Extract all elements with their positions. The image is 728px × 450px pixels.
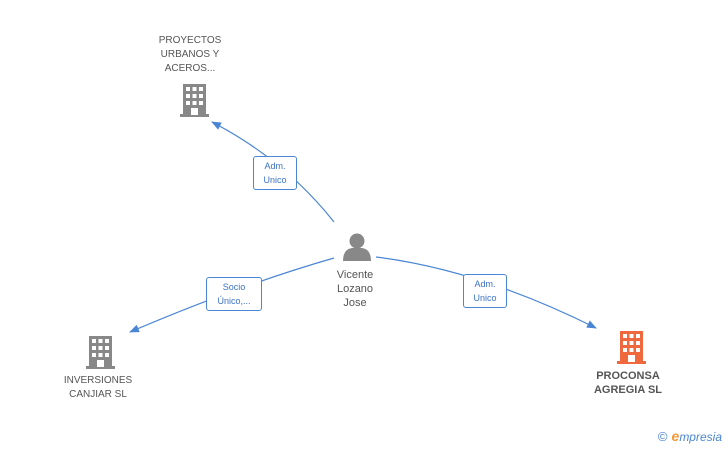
copyright-icon: © [657,429,668,444]
node-label-line: Jose [343,297,367,309]
edge-label-line: Único,... [217,296,251,306]
node-label-vicente[interactable]: Vicente Lozano Jose [315,268,395,310]
edge-label-line: Adm. [264,161,286,171]
node-label-line: Vicente [336,269,374,281]
brand-name: mpresia [679,430,722,444]
node-label-line: AGREGIA SL [593,384,663,396]
node-label-inversiones[interactable]: INVERSIONES CANJIAR SL [48,374,148,402]
edge-label-line: Socio [222,282,246,292]
edge-label-line: Adm. [474,279,496,289]
node-label-line: PROYECTOS [158,35,222,46]
node-label-line: CANJIAR SL [69,389,127,400]
building-icon[interactable] [86,336,115,369]
brand-initial: e [671,428,680,444]
node-label-proconsa[interactable]: PROCONSA AGREGIA SL [578,369,678,397]
edge-label-to-proconsa[interactable]: Adm. Unico [463,274,507,308]
person-icon[interactable] [343,233,371,262]
edge-label-to-proyectos[interactable]: Adm. Unico [253,156,297,190]
edge-label-to-inversiones[interactable]: Socio Único,... [206,277,262,311]
node-label-line: INVERSIONES [63,375,133,386]
node-label-line: PROCONSA [596,370,660,382]
node-label-line: ACEROS... [164,63,216,74]
building-icon[interactable] [180,84,209,117]
edge-label-line: Unico [473,293,497,303]
node-label-line: Lozano [336,283,374,295]
node-label-line: URBANOS Y [160,49,220,60]
edge-label-line: Unico [263,175,287,185]
building-icon[interactable] [617,331,646,364]
node-label-proyectos[interactable]: PROYECTOS URBANOS Y ACEROS... [140,34,240,76]
brand-logo: ©empresia [658,428,722,444]
